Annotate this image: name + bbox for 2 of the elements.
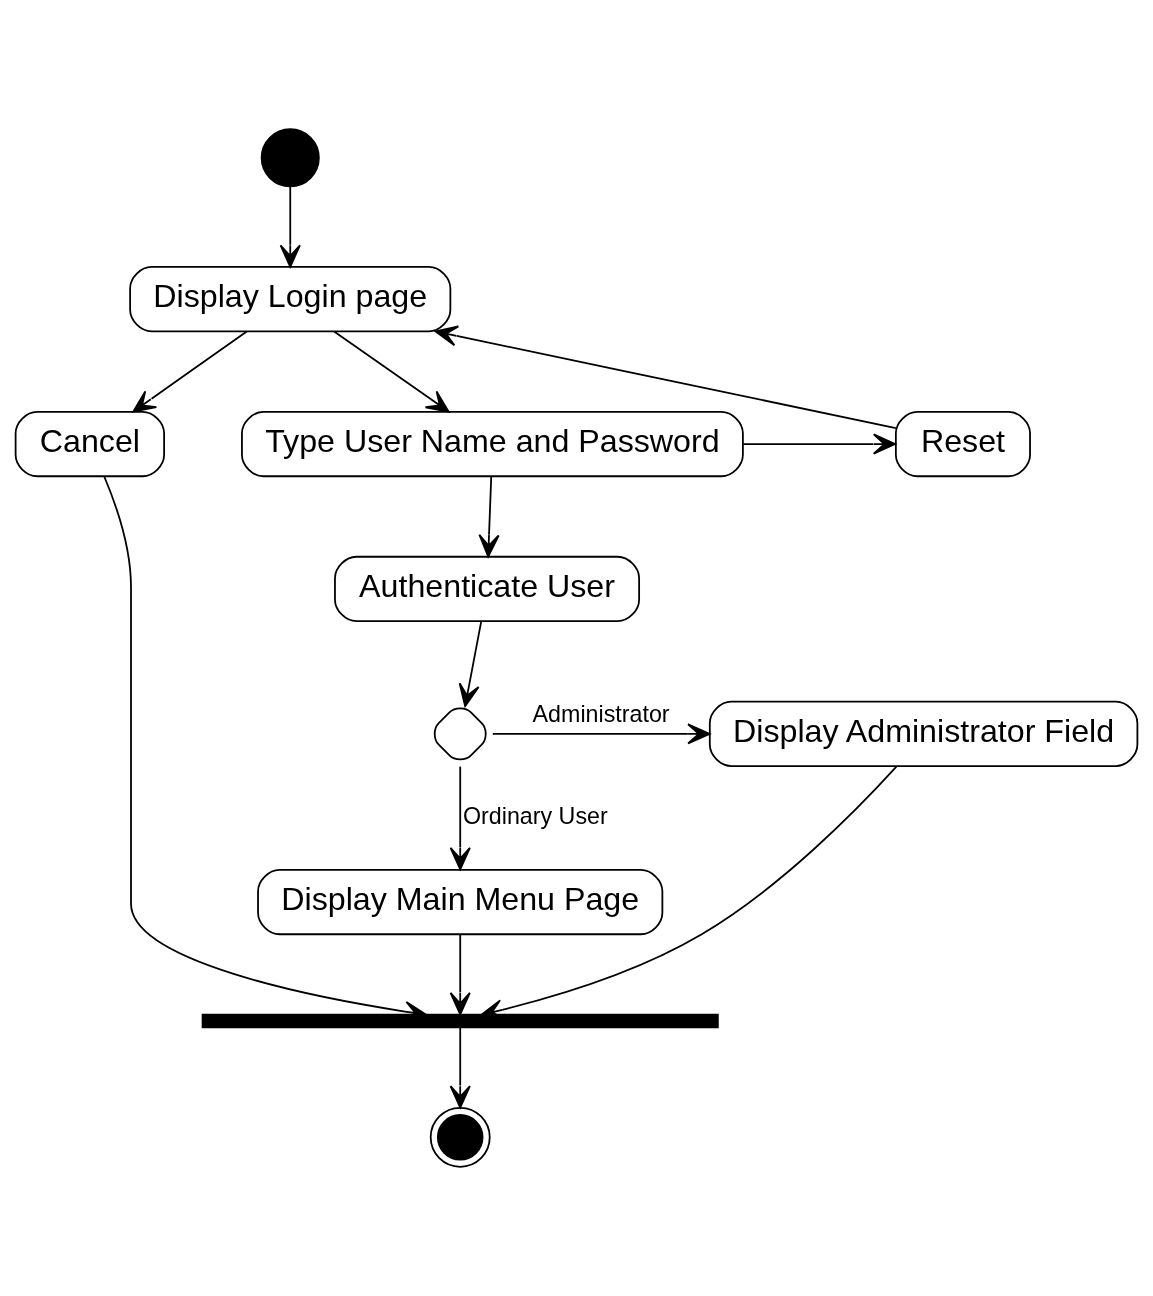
edge-label: Ordinary User xyxy=(463,803,608,830)
edge-label: Administrator xyxy=(532,701,670,728)
